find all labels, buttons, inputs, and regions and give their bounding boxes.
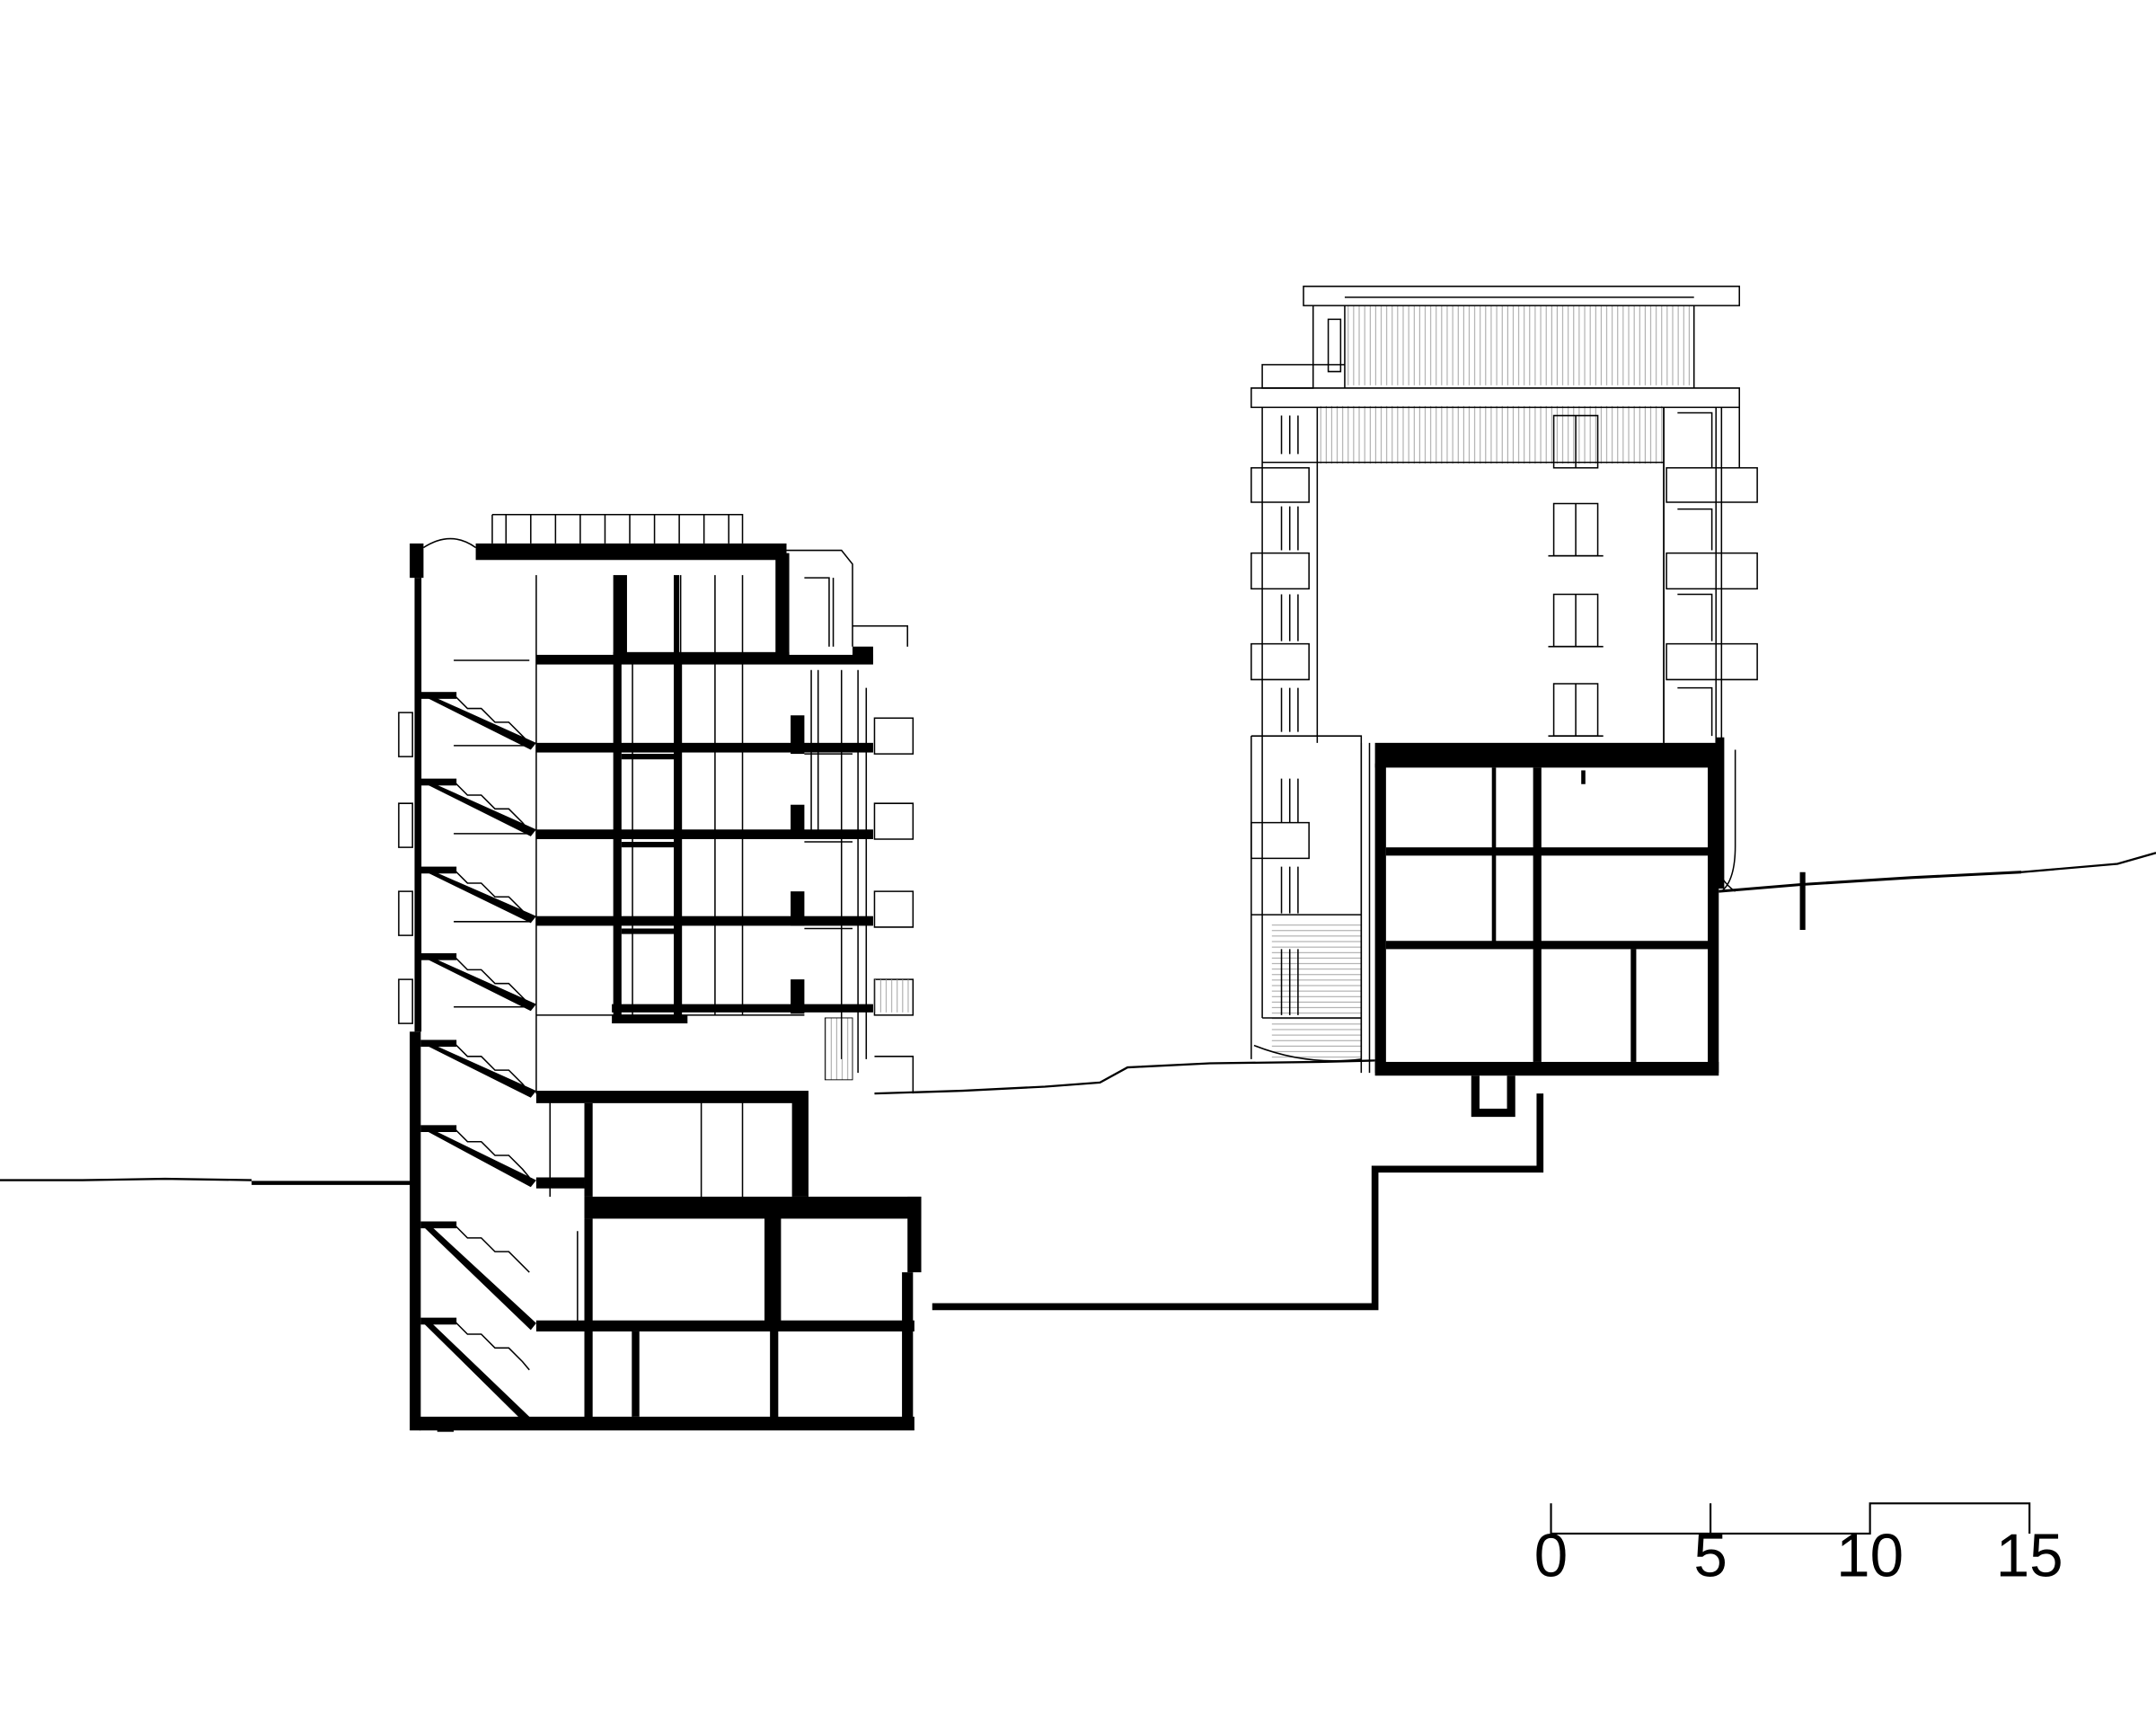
scale-bar-line (1550, 1502, 2031, 1535)
terrain-line (0, 852, 2156, 1311)
scale-label-10: 10 (1836, 1522, 1904, 1589)
right-building-fine-lines (1250, 285, 1758, 1074)
left-building-fine-lines (398, 513, 915, 1417)
left-building-cut-walls (410, 543, 922, 1432)
right-building-base-cladding (1271, 921, 1362, 1059)
scale-label-0: 0 (1534, 1522, 1568, 1589)
right-building-elevation (1250, 285, 1758, 1118)
right-building-cut-walls (1374, 737, 1725, 1118)
left-building-hatched-balcony (874, 979, 911, 1013)
scale-bar: 0 5 10 15 (1534, 1502, 2063, 1589)
scale-label-5: 5 (1693, 1522, 1727, 1589)
right-building-penthouse-cladding (1344, 305, 1692, 385)
scale-label-15: 15 (1996, 1522, 2063, 1589)
left-building-section (398, 513, 922, 1432)
left-building-hatched-panel (824, 1017, 853, 1081)
